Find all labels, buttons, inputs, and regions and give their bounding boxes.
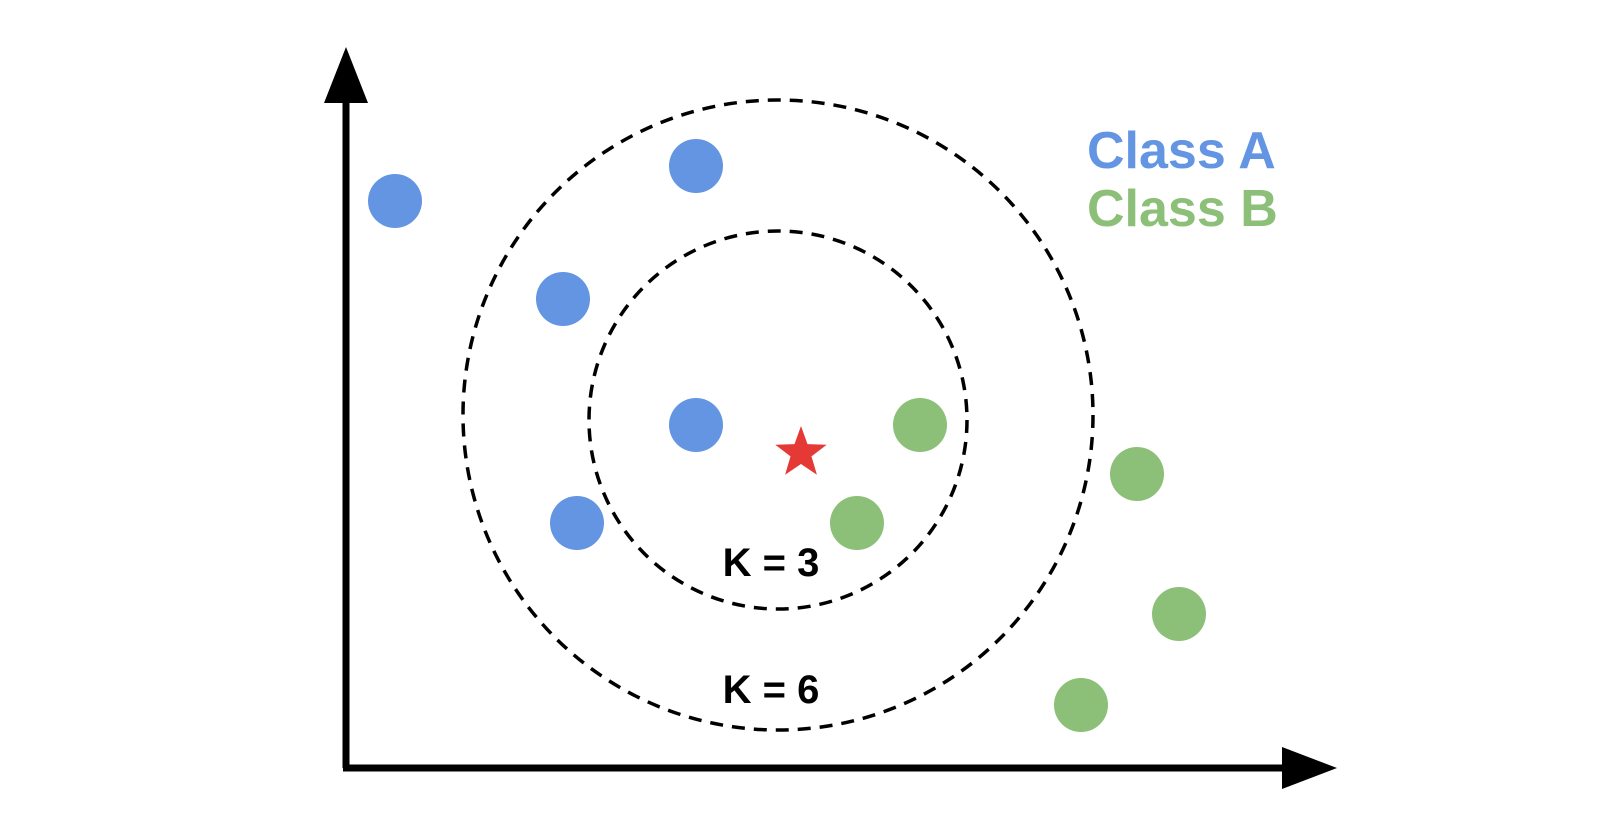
class-a-point-4 bbox=[669, 398, 723, 452]
class-a-point-1 bbox=[368, 174, 422, 228]
data-points bbox=[368, 139, 1206, 732]
k6-neighborhood-circle bbox=[461, 98, 1095, 732]
class-b-point-5 bbox=[1054, 678, 1108, 732]
legend-class-b: Class B bbox=[1087, 180, 1278, 238]
query-point-star-icon bbox=[775, 426, 827, 475]
y-axis-arrowhead bbox=[324, 47, 368, 103]
class-b-point-3 bbox=[1110, 447, 1164, 501]
class-a-point-2 bbox=[669, 139, 723, 193]
legend-class-a: Class A bbox=[1087, 122, 1276, 180]
axes bbox=[324, 47, 1337, 789]
neighborhood-circles bbox=[461, 98, 1095, 732]
class-b-point-2 bbox=[830, 496, 884, 550]
class-b-point-4 bbox=[1152, 587, 1206, 641]
x-axis-arrowhead bbox=[1282, 747, 1337, 789]
class-a-point-3 bbox=[536, 272, 590, 326]
k3-neighborhood-circle bbox=[587, 229, 969, 611]
k6-label: K = 6 bbox=[723, 668, 820, 712]
k3-label: K = 3 bbox=[723, 541, 820, 585]
legend: Class A Class B bbox=[1087, 122, 1278, 238]
class-b-point-1 bbox=[893, 398, 947, 452]
class-a-point-5 bbox=[550, 496, 604, 550]
